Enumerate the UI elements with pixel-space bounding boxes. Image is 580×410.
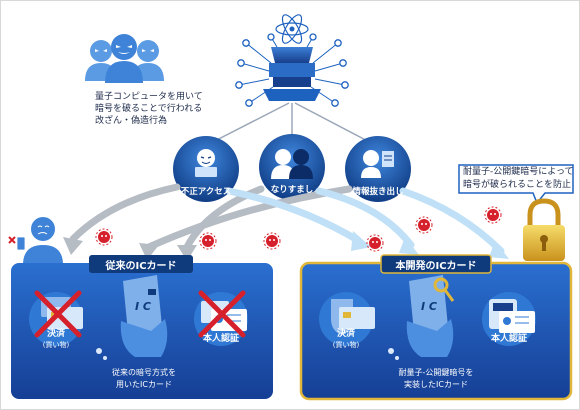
- worried-person-icon: [8, 217, 63, 265]
- attack-arrows-developed: [225, 187, 505, 255]
- callout-bubble: [458, 164, 574, 205]
- developed-payment-icon: [319, 292, 375, 346]
- conventional-auth-label: 本人認証: [202, 334, 239, 344]
- conventional-caption-line2: 用いたICカード: [116, 380, 172, 389]
- developed-payment-label: 決済 (買い物): [316, 329, 376, 351]
- developed-caption-line2: 実装したICカード: [404, 380, 468, 389]
- data-theft-icon: [361, 150, 394, 178]
- threat-label-impersonation: なりすまし: [270, 185, 314, 195]
- callout-line1: 耐量子-公開鍵暗号によって: [463, 167, 574, 177]
- developed-auth-icon: [482, 292, 536, 346]
- conventional-title: 従来のICカード: [105, 261, 177, 272]
- developed-payment-text: 決済: [336, 329, 355, 339]
- developed-caption-line1: 耐量子-公開鍵暗号を: [398, 368, 474, 377]
- conventional-title-tab: [89, 255, 193, 273]
- padlock-icon: [523, 198, 565, 261]
- conventional-payment-text: 決済: [46, 329, 65, 339]
- developed-auth-label: 本人認証: [490, 334, 527, 344]
- developed-title: 本開発のICカード: [395, 261, 477, 272]
- hacker-laptop-icon: [195, 149, 217, 177]
- threat-label-unauthorized-access: 不正アクセス: [180, 187, 232, 197]
- threat-label-data-extraction: 情報抜き出し: [352, 187, 404, 197]
- attackers-caption-line1: 量子コンピュータを用いて: [95, 92, 203, 102]
- conventional-caption-line1: 従来の暗号方式を: [112, 368, 176, 377]
- developed-ic-card-icon: [406, 275, 455, 357]
- virus-icons: [95, 206, 502, 252]
- attack-arrowheads-conventional: [63, 237, 197, 261]
- quantum-computer-icon: [235, 14, 349, 107]
- conventional-auth-icon: [194, 290, 248, 346]
- impersonation-circle: [259, 134, 325, 200]
- conventional-payment-label: 決済 (買い物): [26, 329, 86, 351]
- attack-arrowheads-developed: [351, 231, 509, 259]
- attackers-caption-line3: 改ざん・偽造行為: [95, 116, 168, 126]
- developed-payment-sub: (買い物): [332, 341, 360, 349]
- impersonation-people-icon: [271, 149, 313, 179]
- callout-line2: 暗号が破られることを防止: [463, 180, 572, 190]
- developed-card-letters: I C: [421, 300, 437, 313]
- conventional-card-letters: I C: [135, 300, 151, 313]
- attackers-icon: [85, 34, 164, 83]
- thought-dots: [96, 348, 399, 360]
- conventional-ic-card-icon: [120, 275, 168, 357]
- developed-title-tab: [380, 254, 492, 274]
- conventional-payment-icon: [29, 290, 83, 346]
- attackers-caption-line2: 暗号を破ることで行われる: [95, 104, 203, 114]
- conventional-payment-sub: (買い物): [42, 341, 70, 349]
- data-extraction-circle: [345, 136, 411, 202]
